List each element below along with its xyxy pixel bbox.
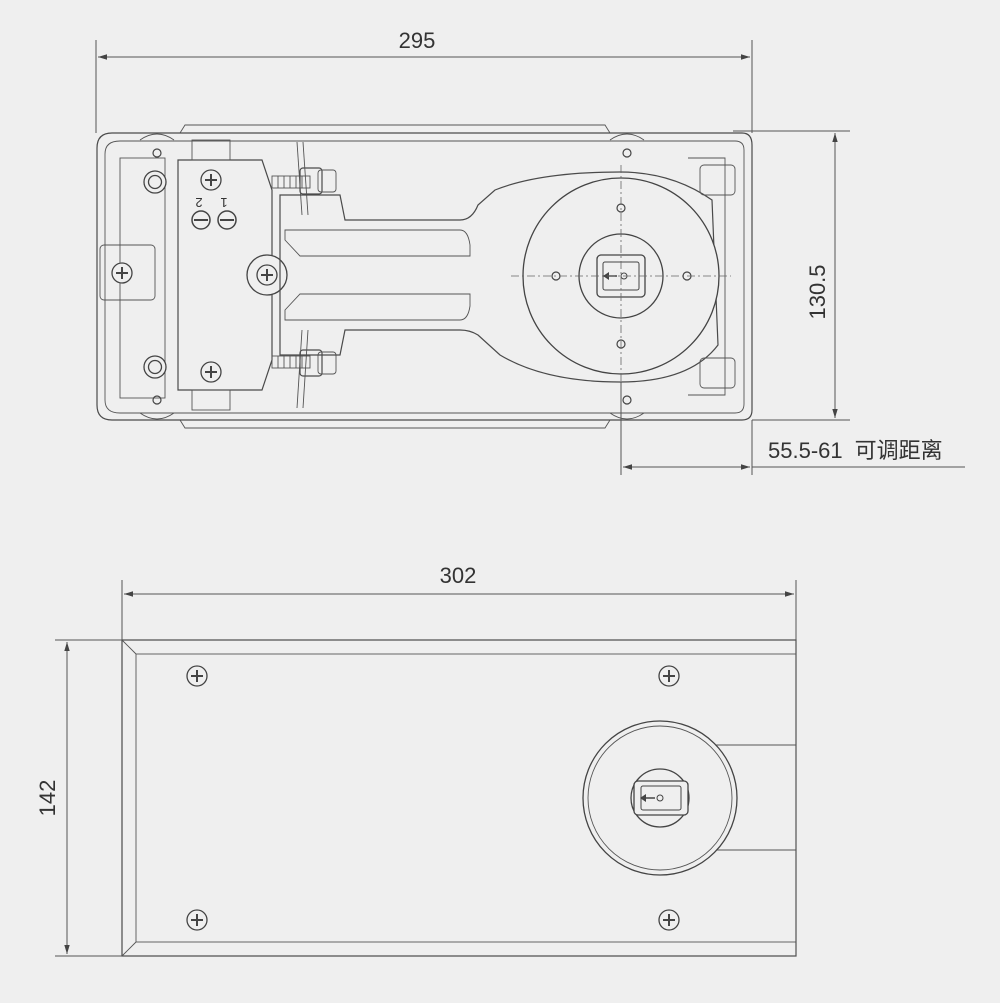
valve-label-1: 1: [220, 195, 227, 210]
adjust-screw-top: [271, 141, 337, 216]
bottom-view: 302 142: [35, 563, 797, 957]
valve-label-2: 2: [195, 195, 202, 210]
bolt-icon: [143, 355, 167, 379]
dim-width-top: 295: [399, 28, 436, 53]
dim-height-top: 130.5: [805, 264, 830, 319]
screw-icon: [186, 909, 208, 931]
bolt-icon: [143, 170, 167, 194]
screw-icon: [200, 361, 222, 383]
dim-width-bottom: 302: [440, 563, 477, 588]
top-view: 2 1: [95, 28, 965, 475]
screw-icon: [658, 909, 680, 931]
screw-icon: [658, 665, 680, 687]
screw-icon: [256, 264, 278, 286]
screw-icon: [200, 169, 222, 191]
screw-icon: [111, 262, 133, 284]
screw-icon: [186, 665, 208, 687]
dim-height-bottom: 142: [35, 780, 60, 817]
adjust-screw-bottom: [271, 329, 337, 409]
